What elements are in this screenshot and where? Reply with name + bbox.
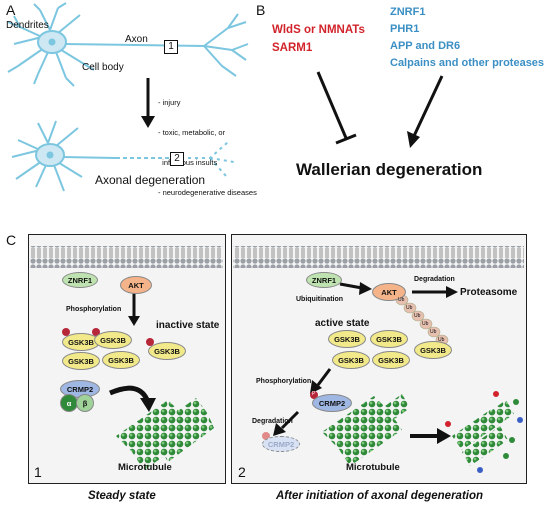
ub-label: Ub — [438, 337, 445, 343]
inhibit-arrow — [316, 71, 348, 139]
gsk3b-left-3: GSK3B — [62, 352, 100, 370]
insult-item: - neurodegenerative diseases — [158, 188, 257, 197]
promoter-item: PHR1 — [390, 23, 420, 35]
box-number-1: 1 — [34, 464, 42, 480]
microtubule-left — [116, 398, 214, 470]
inactive-state-label: inactive state — [156, 320, 220, 331]
ub-label: Ub — [414, 313, 421, 319]
steady-state-caption: Steady state — [88, 490, 156, 502]
degeneration-caption: After initiation of axonal degeneration — [276, 490, 484, 502]
ubiquitination-label: Ubiquitination — [296, 296, 344, 303]
gsk3b-left-5: GSK3B — [148, 342, 186, 360]
panel-a-letter: A — [6, 2, 16, 18]
crmp2-faded: CRMP2 — [262, 436, 300, 452]
membrane-left — [30, 246, 223, 268]
microtubule-right — [322, 394, 410, 466]
promoter-item: Calpains and other proteases — [390, 57, 545, 69]
akt-right: AKT — [372, 283, 406, 301]
ub-label: Ub — [406, 305, 413, 311]
beta-tubulin: β — [76, 394, 94, 412]
microtubule-left-label: Microtubule — [118, 462, 172, 473]
box-number-2: 2 — [238, 464, 246, 480]
active-state-label: active state — [315, 318, 370, 329]
promoter-item: APP and DR6 — [390, 40, 461, 52]
phosphorylation-left: Phosphorylation — [66, 306, 122, 313]
crmp2-right: CRMP2 — [312, 394, 352, 412]
phosphorylation-right: Phosphorylation — [256, 378, 312, 385]
gsk3b-left-4: GSK3B — [102, 351, 140, 369]
insult-item: - injury — [158, 98, 181, 107]
ub-label: Ub — [398, 297, 405, 303]
dendrites-label: Dendrites — [6, 20, 49, 31]
wallerian-degeneration: Wallerian degeneration — [296, 160, 483, 179]
ubiquitin-chain — [395, 294, 449, 346]
akt-left: AKT — [120, 276, 152, 294]
panel-c-letter: C — [6, 232, 17, 248]
box-1: 1 — [164, 40, 178, 54]
axonal-degeneration-label: Axonal degeneration — [95, 173, 206, 187]
inhibitor-2: SARM1 — [272, 42, 313, 54]
gsk3b-right-5: GSK3B — [414, 341, 452, 359]
degradation-top-label: Degradation — [414, 276, 455, 283]
cell-body-label: Cell body — [82, 62, 124, 73]
gsk3b-left-2: GSK3B — [94, 331, 132, 349]
promote-arrow — [412, 75, 444, 137]
healthy-neuron — [7, 2, 249, 87]
inhibitor-1: WldS or NMNATs — [272, 24, 365, 36]
gsk3b-right-1: GSK3B — [328, 330, 366, 348]
znrf1-right: ZNRF1 — [306, 272, 342, 288]
proteasome-label: Proteasome — [460, 287, 518, 298]
membrane-right — [233, 246, 524, 268]
promoters-list: ZNRF1 PHR1 APP and DR6 Calpains and othe… — [390, 4, 544, 72]
panel-b-letter: B — [256, 2, 266, 18]
degenerating-neuron — [11, 120, 235, 192]
box-2: 2 — [170, 152, 184, 166]
microtubule-right-label: Microtubule — [346, 462, 400, 473]
phospho-p-label: P — [312, 391, 316, 397]
degradation-bottom-label: Degradation — [252, 418, 293, 425]
ub-label: Ub — [422, 321, 429, 327]
insult-item: - toxic, metabolic, or — [158, 128, 226, 137]
microtubule-fragmented — [445, 391, 523, 473]
promoter-item: ZNRF1 — [390, 6, 426, 18]
gsk3b-right-3: GSK3B — [332, 351, 370, 369]
znrf1-left: ZNRF1 — [62, 272, 98, 288]
gsk3b-right-4: GSK3B — [372, 351, 410, 369]
gsk3b-right-2: GSK3B — [370, 330, 408, 348]
ub-label: Ub — [430, 329, 437, 335]
axon-label: Axon — [125, 34, 148, 45]
